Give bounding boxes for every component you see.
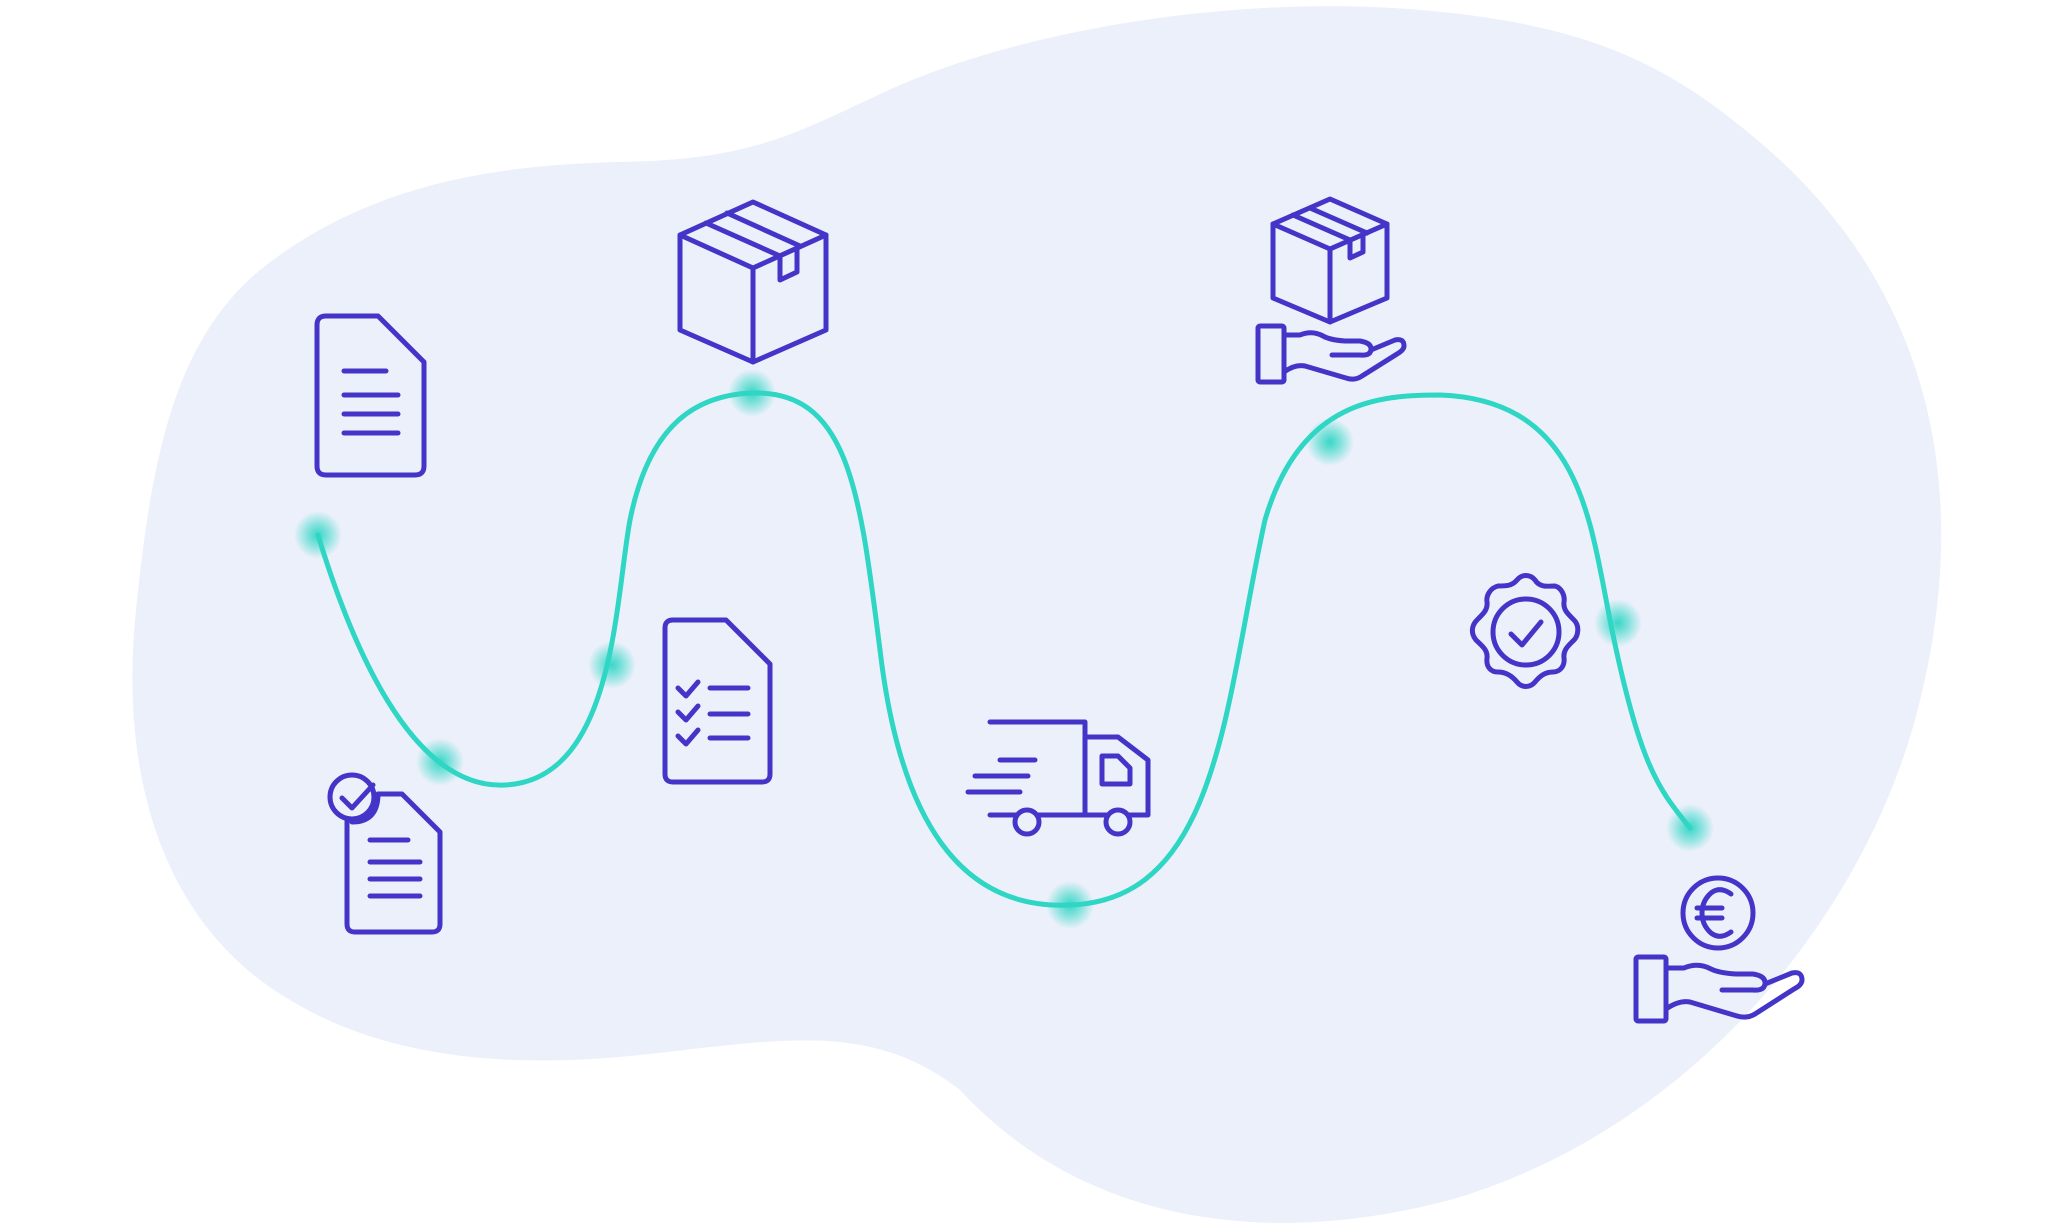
package-in-hand-icon bbox=[1255, 196, 1407, 385]
waypoints bbox=[294, 369, 1714, 929]
waypoint bbox=[1306, 418, 1354, 466]
waypoint bbox=[1666, 804, 1714, 852]
waypoint bbox=[416, 738, 464, 786]
waypoint bbox=[1594, 599, 1642, 647]
document-icon bbox=[314, 313, 427, 478]
process-path bbox=[315, 390, 1693, 908]
waypoint bbox=[1046, 881, 1094, 929]
euro-payment-hand-icon bbox=[1633, 875, 1805, 1024]
package-box-icon bbox=[677, 199, 829, 365]
checklist-document-icon bbox=[662, 617, 773, 785]
waypoint bbox=[728, 369, 776, 417]
waypoint bbox=[588, 641, 636, 689]
background-blob bbox=[132, 6, 1942, 1223]
waypoint bbox=[294, 511, 342, 559]
delivery-truck-icon bbox=[965, 719, 1151, 837]
quality-badge-check-icon bbox=[1469, 573, 1581, 689]
document-approved-icon bbox=[327, 772, 443, 935]
